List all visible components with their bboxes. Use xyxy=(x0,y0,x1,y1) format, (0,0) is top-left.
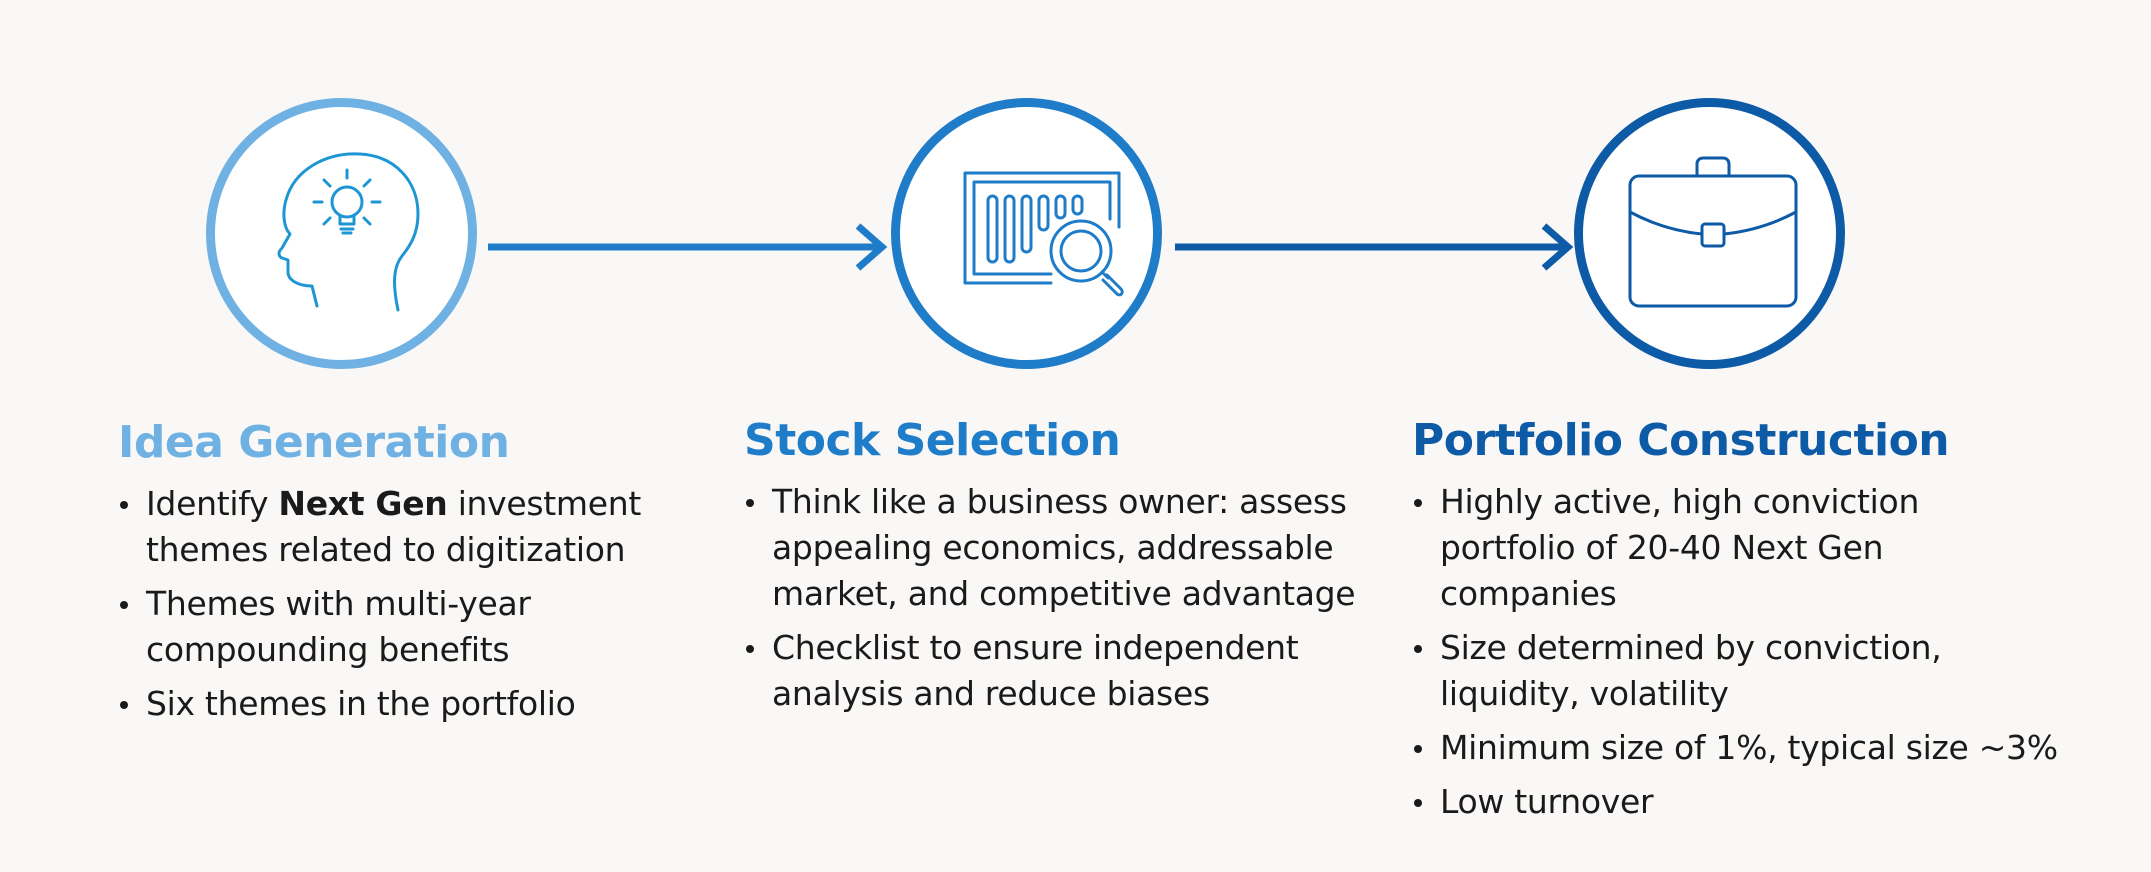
stock-selection-bullet-1: Think like a business owner: assess appe… xyxy=(744,479,1364,617)
stock-selection-title: Stock Selection xyxy=(744,415,1121,466)
portfolio-construction-bullet-2: Size determined by conviction, liquidity… xyxy=(1412,625,2062,717)
arrow-step1-to-step2 xyxy=(488,223,888,271)
stock-selection-bullets: Think like a business owner: assess appe… xyxy=(744,479,1364,717)
idea-generation-bullets: Identify Next Gen investment themes rela… xyxy=(118,481,678,727)
head-lightbulb-icon xyxy=(277,151,419,311)
chart-magnifier-icon xyxy=(963,171,1124,296)
portfolio-construction-bullet-4: Low turnover xyxy=(1412,779,2062,825)
idea-generation-bullet-3: Six themes in the portfolio xyxy=(118,681,678,727)
portfolio-construction-section: Portfolio Construction Highly active, hi… xyxy=(1412,413,2062,833)
stock-selection-bullet-2: Checklist to ensure independent analysis… xyxy=(744,625,1364,717)
portfolio-construction-title: Portfolio Construction xyxy=(1412,415,1950,466)
idea-generation-circle xyxy=(206,98,477,369)
stock-selection-section: Stock Selection Think like a business ow… xyxy=(744,413,1364,725)
briefcase-icon xyxy=(1628,156,1797,307)
idea-generation-bullet-1: Identify Next Gen investment themes rela… xyxy=(118,481,678,573)
bullet-text-pre: Identify xyxy=(146,484,279,523)
stock-selection-circle xyxy=(891,98,1162,369)
portfolio-construction-bullet-3: Minimum size of 1%, typical size ~3% xyxy=(1412,725,2062,771)
portfolio-construction-bullet-1: Highly active, high conviction portfolio… xyxy=(1412,479,2062,617)
portfolio-construction-bullets: Highly active, high conviction portfolio… xyxy=(1412,479,2062,825)
idea-generation-section: Idea Generation Identify Next Gen invest… xyxy=(118,415,678,735)
bullet-text-bold: Next Gen xyxy=(278,484,448,523)
portfolio-construction-circle xyxy=(1574,98,1845,369)
bullet-text-post: investment themes related to digitizatio… xyxy=(146,484,642,569)
idea-generation-bullet-2: Themes with multi-year compounding benef… xyxy=(118,581,678,673)
arrow-step2-to-step3 xyxy=(1175,223,1574,271)
idea-generation-title: Idea Generation xyxy=(118,417,510,468)
